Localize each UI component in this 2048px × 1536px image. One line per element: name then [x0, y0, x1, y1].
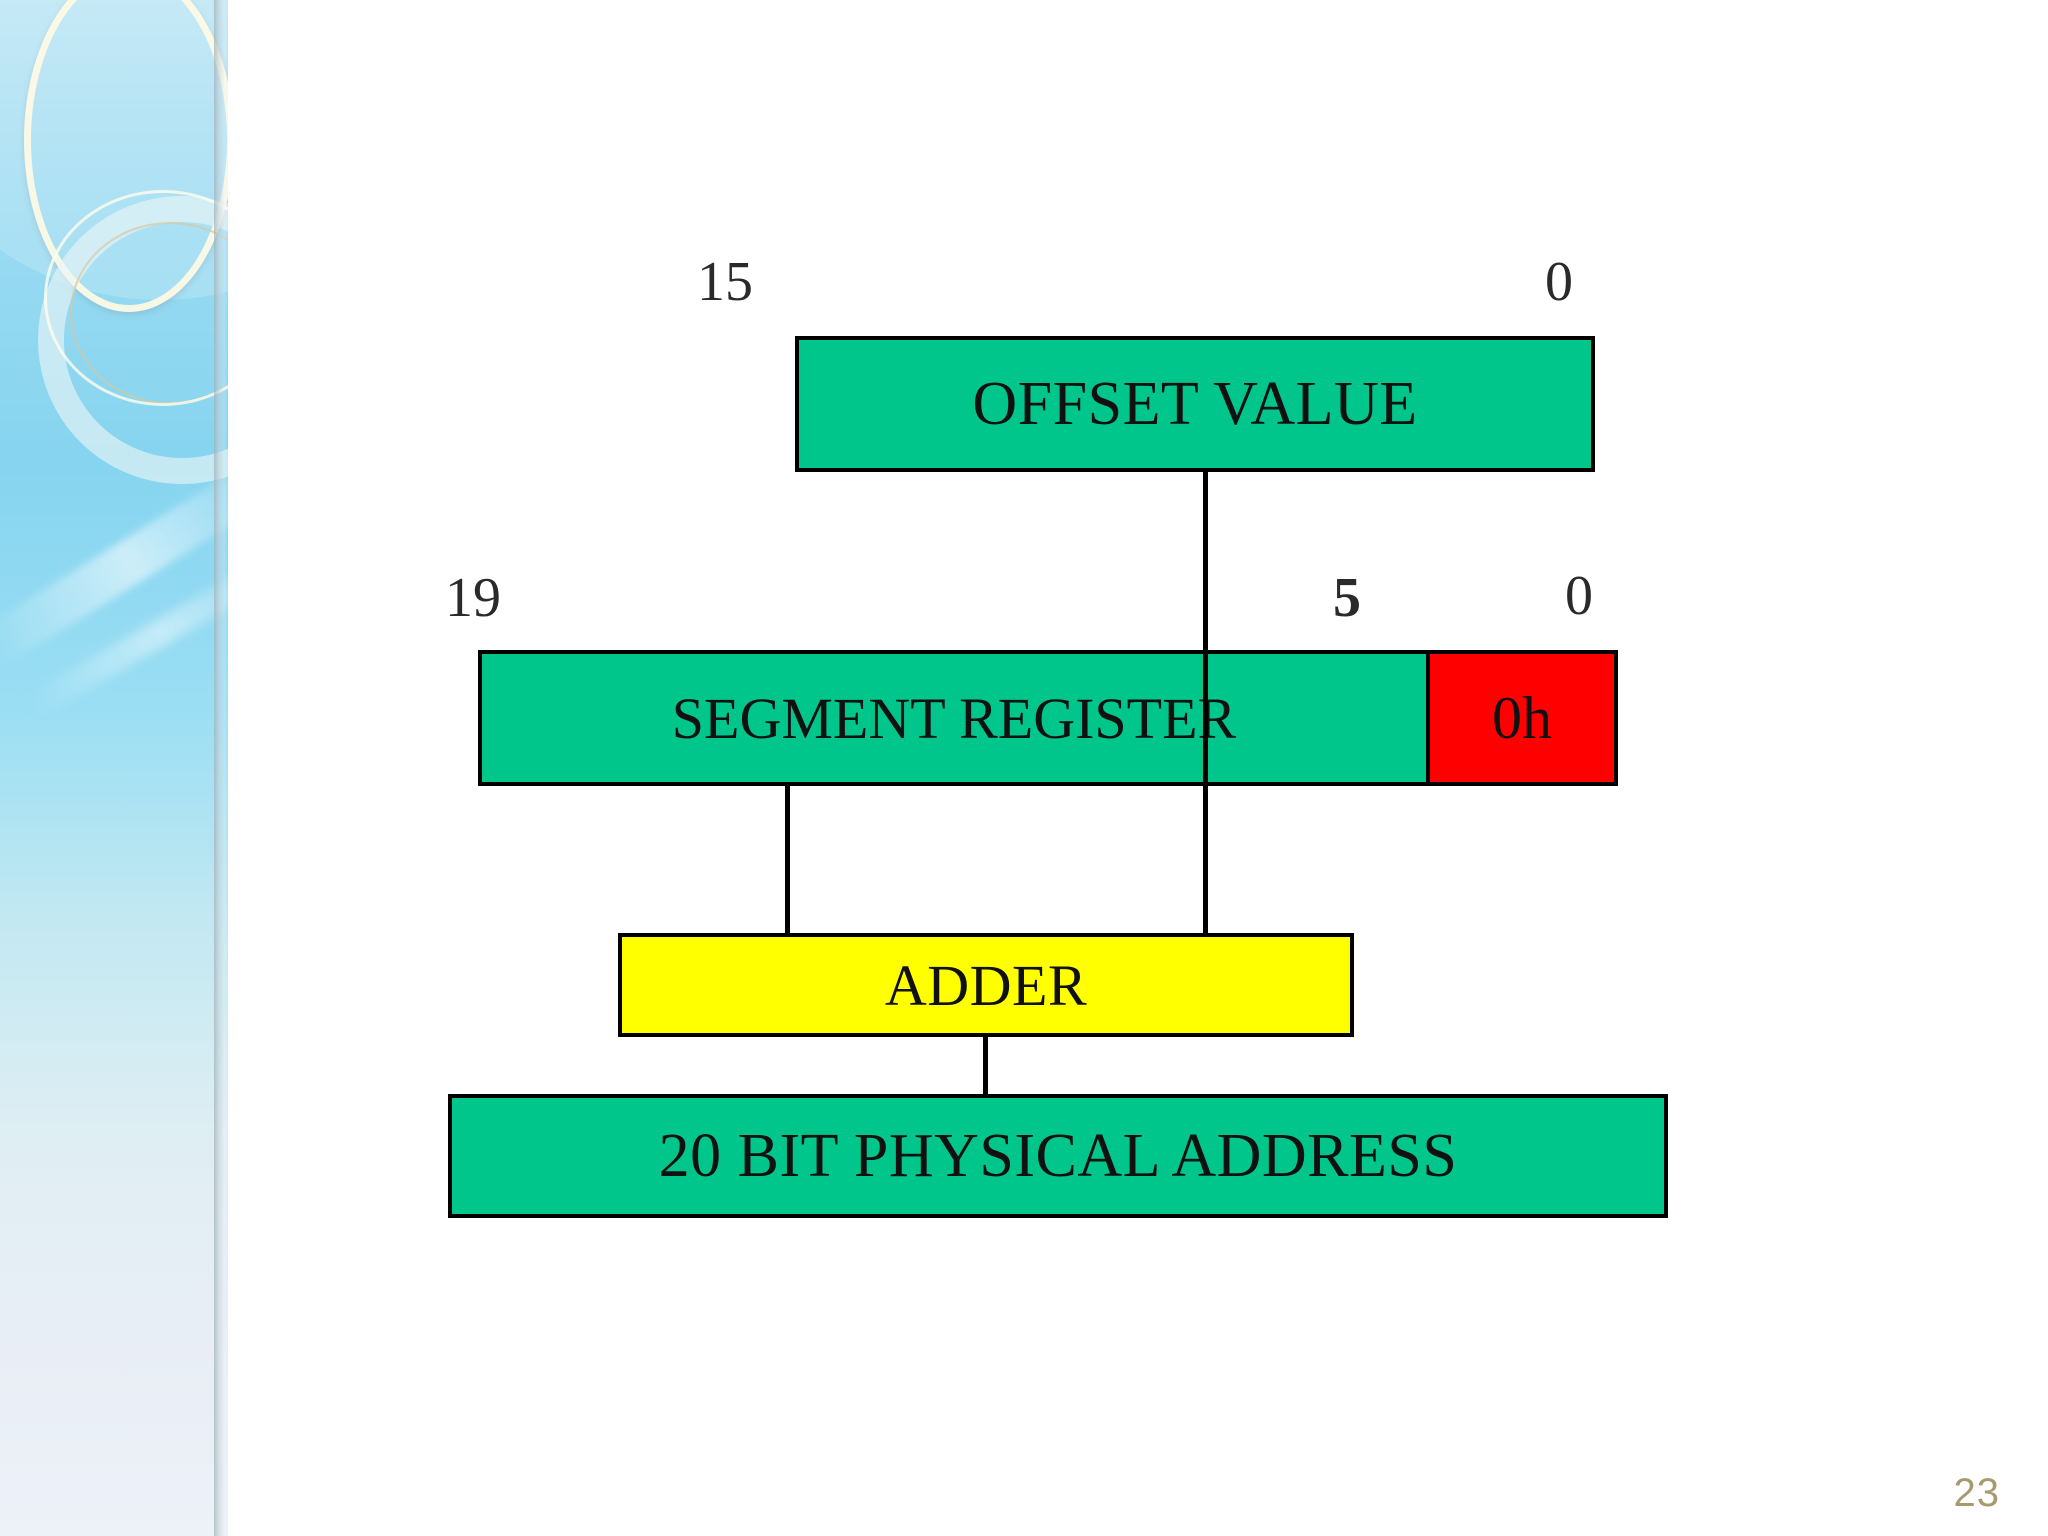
page-number: 23 [1953, 1471, 2000, 1515]
segment-register-box: SEGMENT REGISTER [478, 650, 1430, 786]
segment-lsb-label: 5 [1333, 567, 1361, 629]
connector-segment-to-adder [785, 784, 790, 935]
offset-value-box: OFFSET VALUE [795, 336, 1595, 472]
sidebar-right-edge-shadow [214, 0, 228, 1536]
zero-nibble-box: 0h [1430, 650, 1618, 786]
adder-box: ADDER [618, 933, 1354, 1037]
segment-register-row: SEGMENT REGISTER 0h [478, 650, 1618, 786]
decorative-sidebar [0, 0, 228, 1536]
offset-msb-label: 15 [697, 251, 753, 313]
connector-adder-to-physical-address [983, 1035, 988, 1096]
offset-lsb-label: 0 [1545, 251, 1573, 313]
zero-nibble-lsb-label: 0 [1565, 565, 1593, 627]
physical-address-box: 20 BIT PHYSICAL ADDRESS [448, 1094, 1668, 1218]
segment-msb-label: 19 [445, 567, 501, 629]
connector-offset-to-adder [1203, 470, 1208, 935]
sidebar-artwork [0, 0, 228, 1536]
